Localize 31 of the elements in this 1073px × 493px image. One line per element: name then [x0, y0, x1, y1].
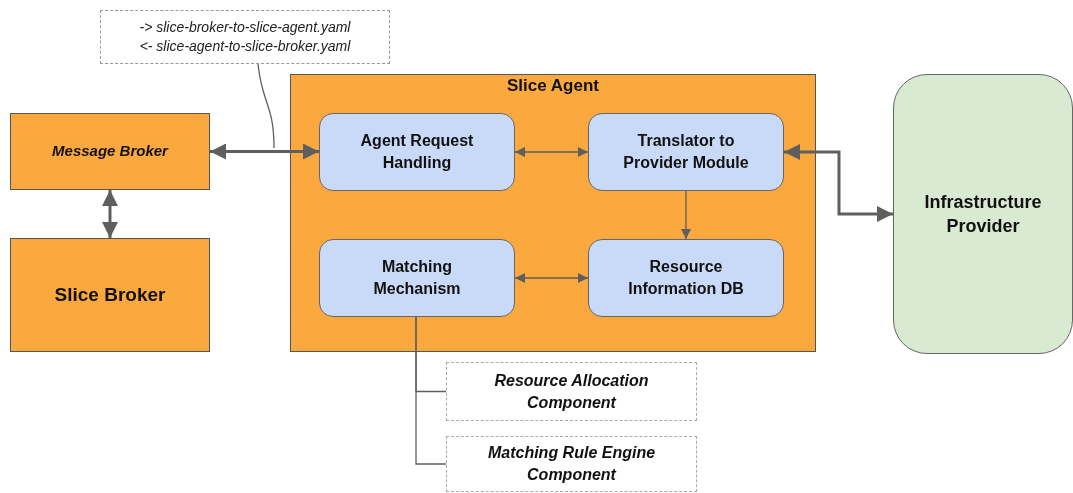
arrow: [681, 190, 691, 240]
arrow: [514, 273, 589, 283]
file-name: <- slice-agent-to-slice-broker.yaml: [138, 37, 352, 56]
file-name: -> slice-broker-to-slice-agent.yaml: [138, 18, 352, 37]
note-box: [100, 10, 390, 64]
box-label: Message Broker: [51, 141, 170, 162]
module-box: [319, 113, 515, 191]
module-box: [319, 239, 515, 317]
box-label: Matching Mechanism: [372, 257, 462, 299]
module-box: [588, 113, 784, 191]
connector-line: [415, 316, 447, 465]
component-box: [10, 238, 210, 352]
box-label: Resource Allocation Component: [493, 370, 650, 413]
subcomponent-box: [446, 362, 697, 421]
box-label: Slice Broker: [53, 283, 167, 308]
box-label: Agent Request Handling: [359, 131, 475, 173]
provider-box: [893, 74, 1073, 354]
arrow: [210, 143, 319, 160]
component-box: [10, 113, 210, 190]
arrow: [784, 144, 893, 222]
box-label: Matching Rule Engine Component: [486, 443, 657, 485]
leader-line: [257, 63, 275, 149]
subcomponent-box: [446, 436, 697, 492]
box-label: Resource Information DB: [627, 257, 745, 299]
container-title: Slice Agent: [506, 75, 600, 97]
box-label: Translator to Provider Module: [622, 131, 750, 173]
module-box: [588, 239, 784, 317]
box-label: Infrastructure Provider: [923, 190, 1043, 238]
arrow: [102, 190, 118, 238]
arrow: [514, 147, 589, 157]
container-box: [290, 74, 816, 352]
